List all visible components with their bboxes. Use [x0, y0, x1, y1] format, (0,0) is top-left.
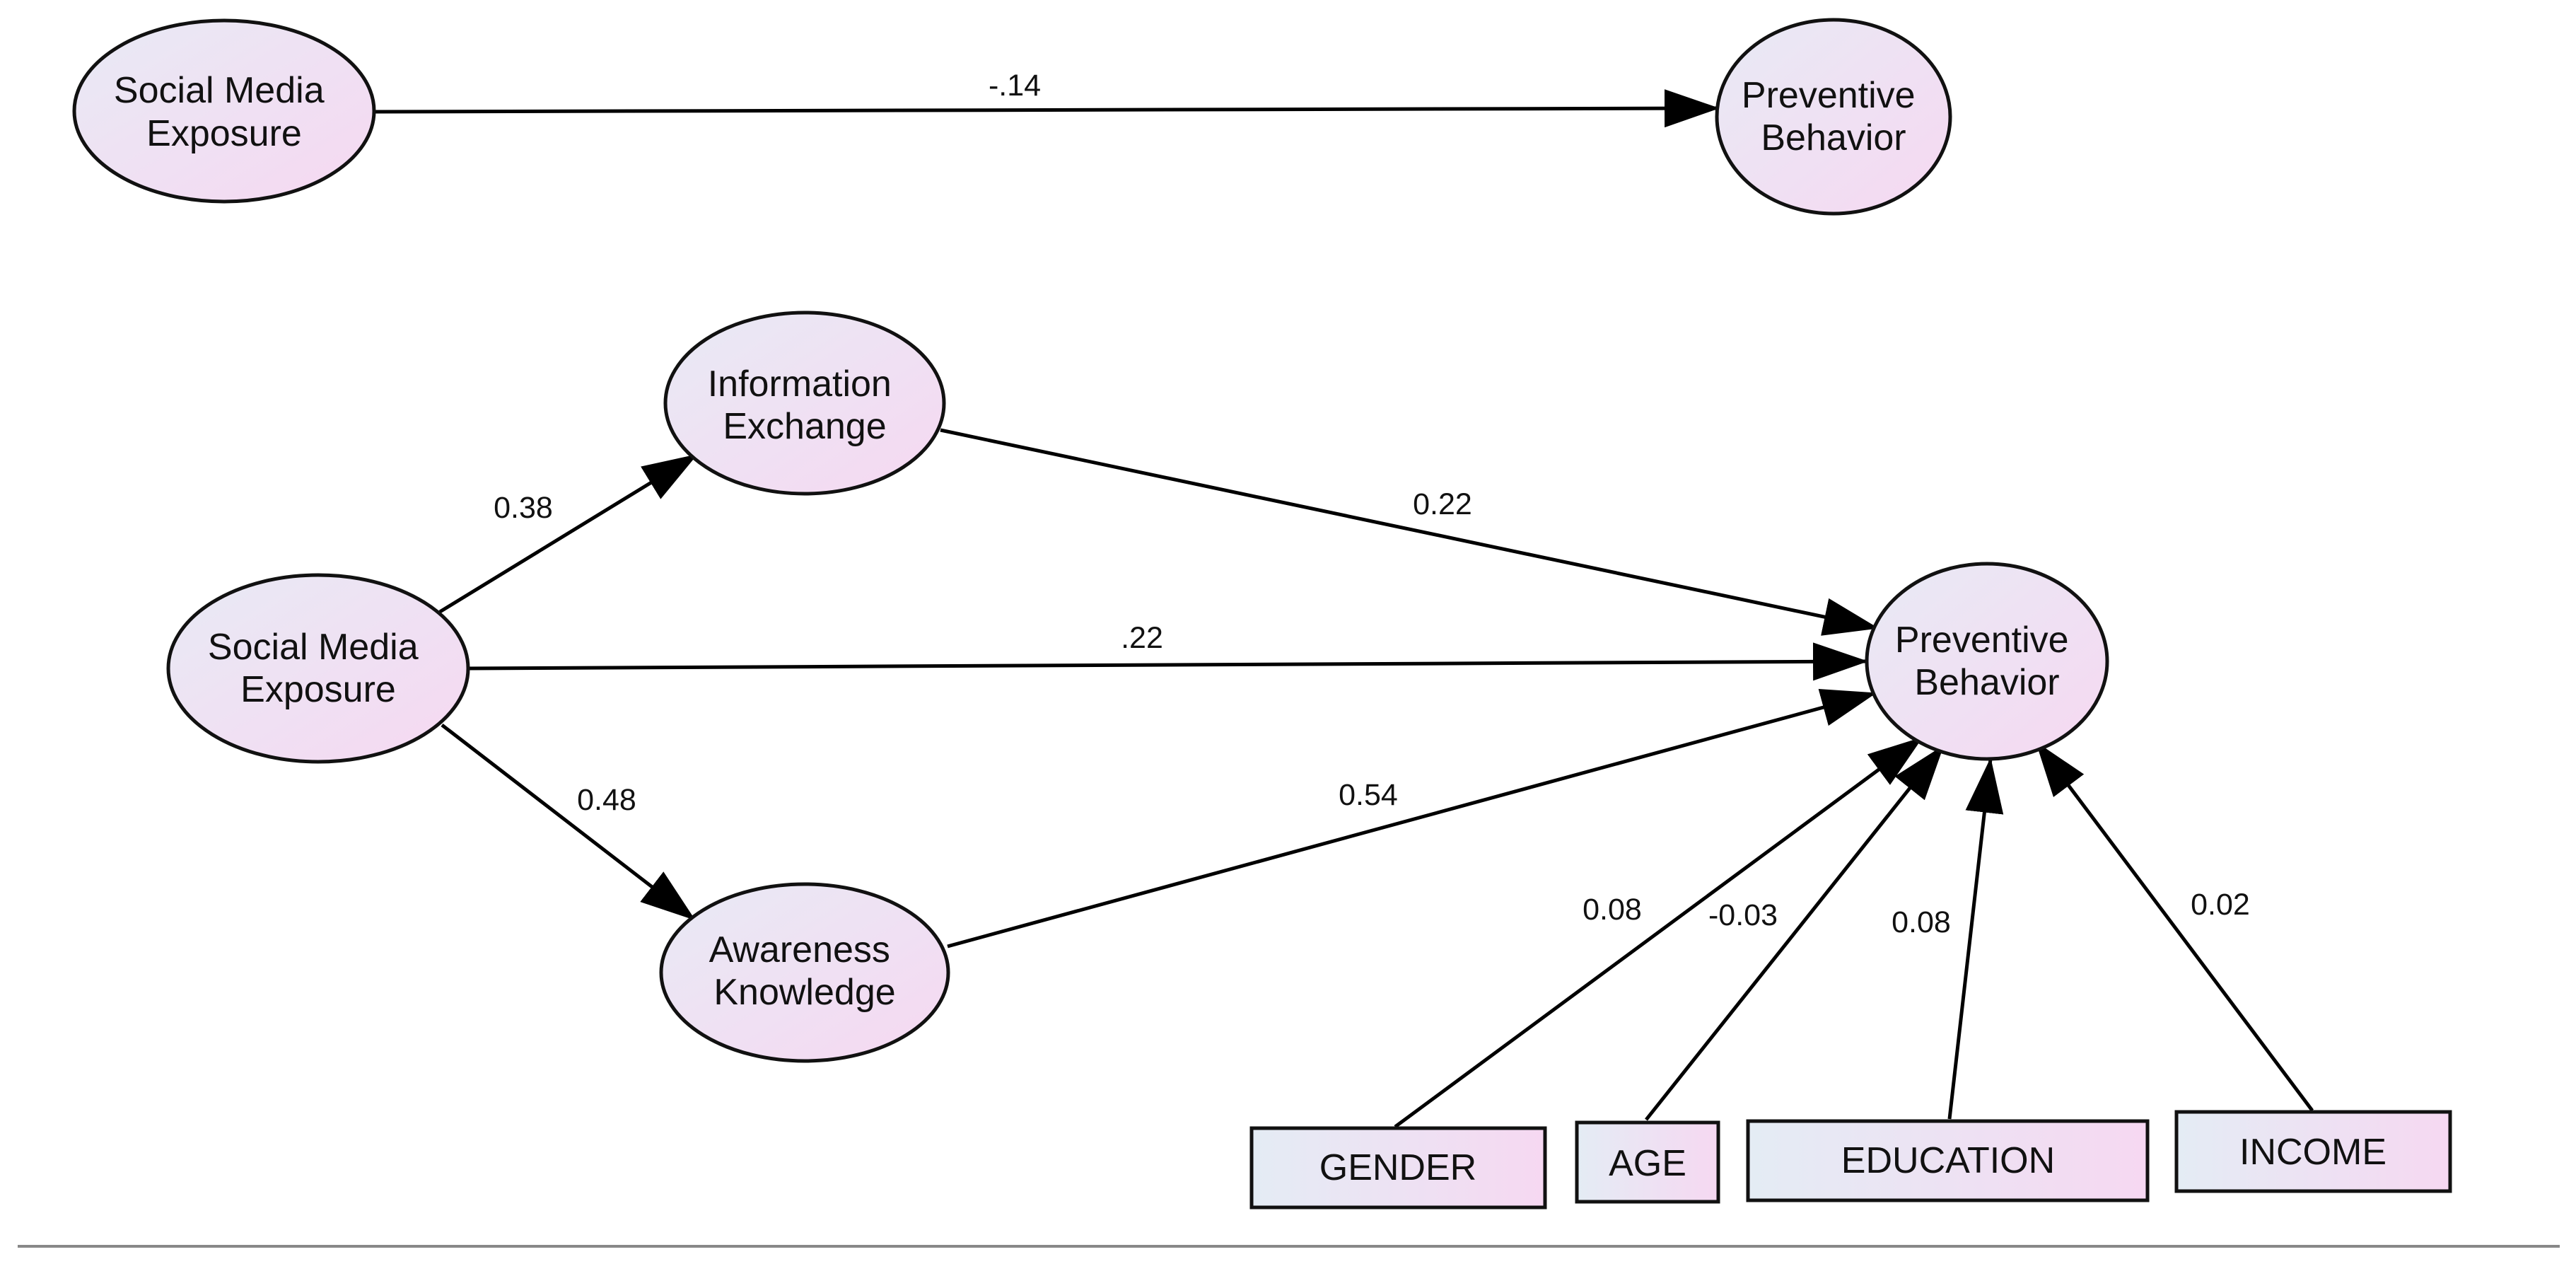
edge-income-behavior [2035, 741, 2314, 1112]
edge-top-exposure-behavior [373, 89, 1720, 128]
svg-text:Preventive Behavior: Preventive Behavior [1742, 75, 1925, 158]
node-top-behavior-line-2: Behavior [1761, 117, 1906, 158]
node-behavior-line-1: Preventive [1895, 620, 2069, 661]
edge-education-behavior [1947, 758, 2004, 1120]
edge-exposure-behavior [467, 642, 1868, 681]
edge-exposure-info [438, 453, 698, 614]
edge-label-exposure-awareness: 0.48 [577, 783, 636, 817]
node-preventive-behavior: Preventive Behavior [1865, 562, 2109, 761]
node-awareness-knowledge: Awareness Knowledge [659, 882, 950, 1063]
node-exposure-line-1: Social Media [208, 627, 419, 668]
node-top-exposure-line-1: Social Media [114, 70, 325, 111]
edge-label-income-behavior: 0.02 [2191, 888, 2250, 922]
svg-text:Social Media Exposure: Social Media Exposure [114, 70, 334, 154]
control-label-age: AGE [1609, 1143, 1686, 1184]
svg-text:Awareness Knowledge: Awareness Knowledge [709, 929, 901, 1013]
edge-info-behavior [940, 428, 1879, 636]
edge-gender-behavior [1394, 736, 1923, 1129]
svg-text:Preventive Behavior: Preventive Behavior [1895, 620, 2079, 703]
node-awareness-line-2: Knowledge [713, 972, 895, 1013]
edge-label-top-exposure-behavior: -.14 [989, 69, 1041, 103]
node-information-exchange: Information Exchange [663, 311, 946, 496]
edge-age-behavior [1645, 745, 1945, 1121]
node-top-social-media-exposure: Social Media Exposure [72, 18, 376, 204]
edge-label-awareness-behavior: 0.54 [1339, 778, 1398, 812]
edge-awareness-behavior [947, 688, 1877, 949]
edge-exposure-awareness [441, 724, 696, 921]
svg-text:Information Exchange: Information Exchange [708, 364, 902, 447]
node-exposure-line-2: Exposure [240, 669, 396, 710]
node-social-media-exposure: Social Media Exposure [166, 573, 470, 764]
node-top-exposure-line-2: Exposure [146, 113, 302, 154]
control-label-education: EDUCATION [1841, 1140, 2055, 1181]
control-box-income: INCOME [2174, 1110, 2452, 1193]
node-info-line-2: Exchange [723, 406, 886, 447]
control-box-education: EDUCATION [1746, 1119, 2150, 1202]
node-top-preventive-behavior: Preventive Behavior [1715, 18, 1952, 216]
edge-label-info-behavior: 0.22 [1413, 487, 1472, 521]
edge-label-gender-behavior: 0.08 [1583, 893, 1642, 927]
control-box-age: AGE [1575, 1120, 1720, 1204]
svg-text:Social Media Exposure: Social Media Exposure [208, 627, 429, 710]
control-label-income: INCOME [2239, 1132, 2386, 1173]
node-behavior-line-2: Behavior [1914, 662, 2059, 703]
node-info-line-1: Information [708, 364, 892, 405]
edge-label-exposure-info: 0.38 [494, 491, 553, 525]
node-awareness-line-1: Awareness [709, 929, 890, 970]
edge-label-exposure-behavior: .22 [1121, 621, 1163, 655]
control-label-gender: GENDER [1319, 1147, 1476, 1188]
edge-label-education-behavior: 0.08 [1892, 905, 1951, 939]
control-box-gender: GENDER [1249, 1126, 1547, 1210]
edge-label-age-behavior: -0.03 [1708, 898, 1778, 932]
node-top-behavior-line-1: Preventive [1742, 75, 1916, 116]
